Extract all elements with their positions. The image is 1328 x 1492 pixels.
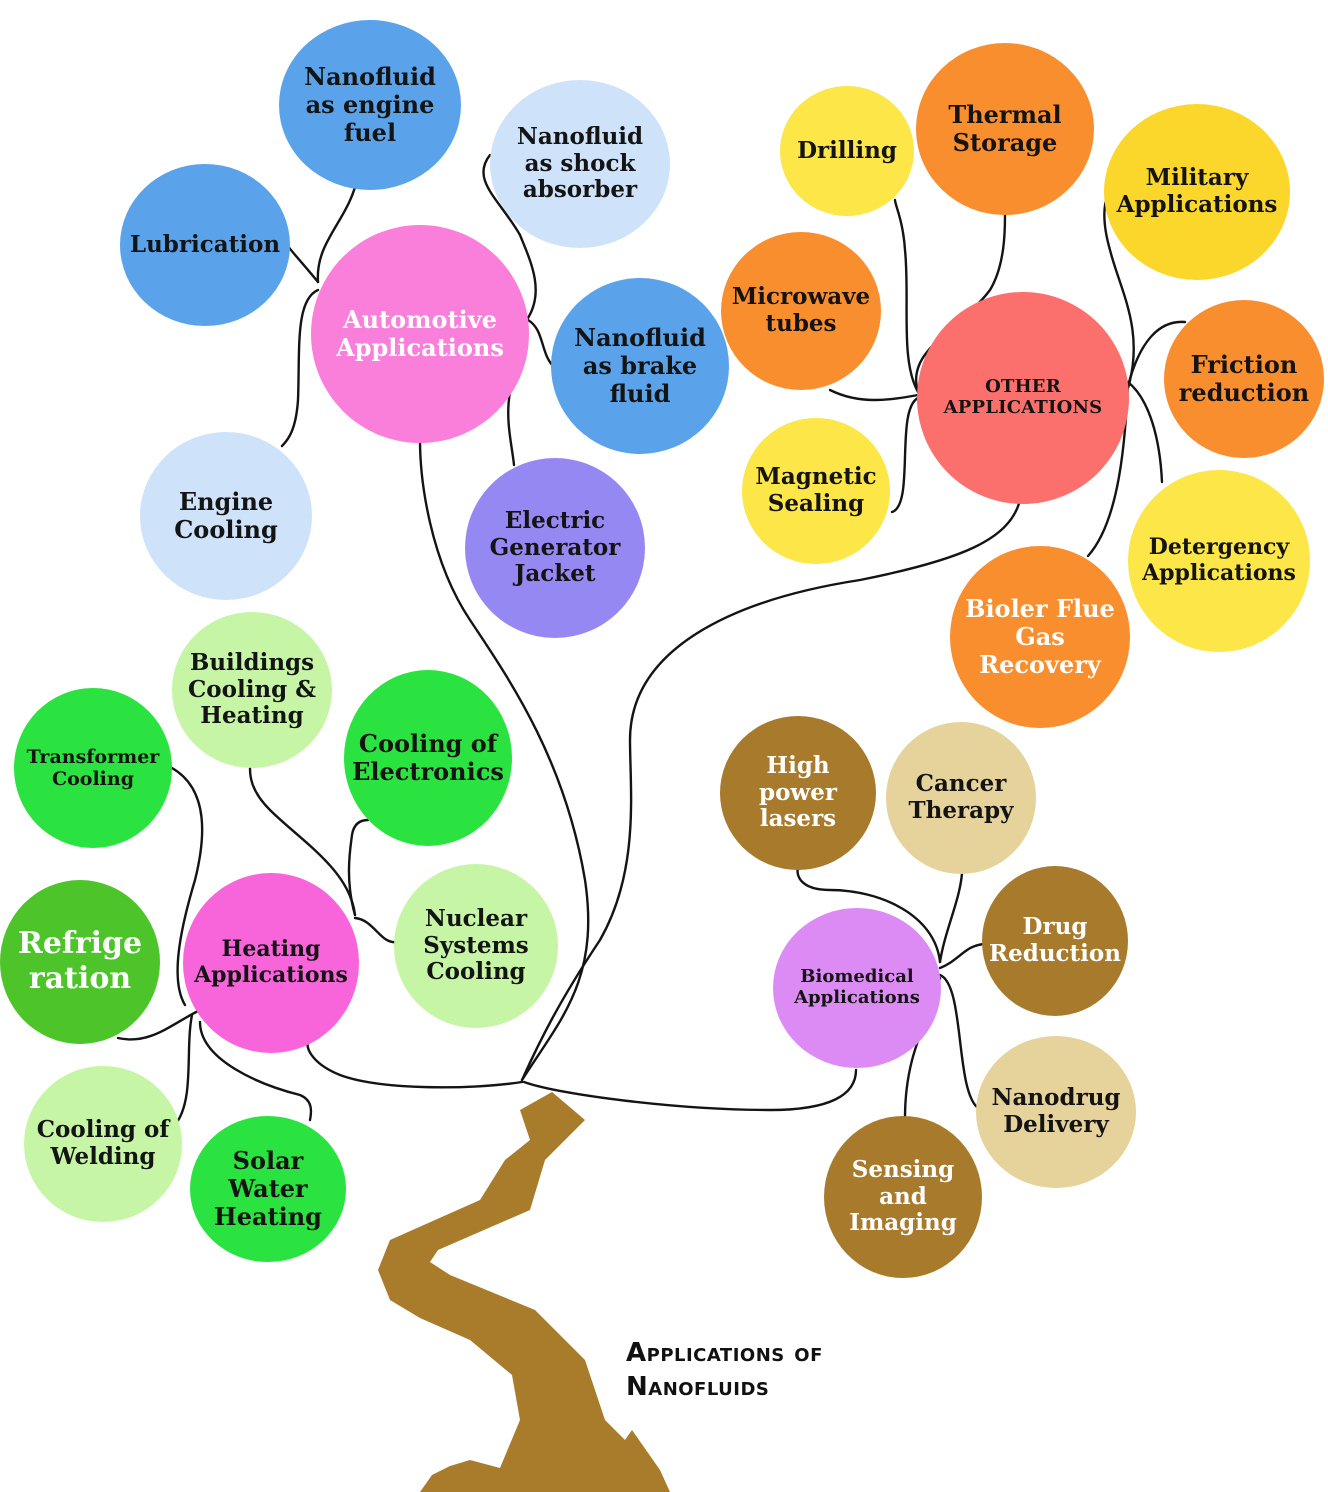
node-other-applications[interactable]: OTHER APPLICATIONS [917, 292, 1129, 504]
node-magnetic-sealing[interactable]: Magnetic Sealing [742, 418, 890, 564]
twig-friction [1126, 320, 1187, 388]
title-line-1: Applications of [626, 1338, 823, 1368]
node-cooling-of-welding[interactable]: Cooling of Welding [24, 1066, 182, 1222]
node-label: OTHER APPLICATIONS [943, 376, 1103, 418]
node-biomedical-applications[interactable]: Biomedical Applications [773, 908, 941, 1068]
node-cancer-therapy[interactable]: Cancer Therapy [886, 722, 1036, 874]
twig-generator [507, 390, 516, 467]
node-engine-cooling[interactable]: Engine Cooling [140, 432, 312, 600]
node-label: Nanofluid as brake fluid [574, 323, 706, 408]
node-shock-absorber[interactable]: Nanofluid as shock absorber [490, 80, 670, 248]
node-transformer-cooling[interactable]: Transformer Cooling [14, 688, 172, 848]
node-label: Nanodrug Delivery [991, 1084, 1121, 1138]
title-line-2: Nanofluids [626, 1372, 770, 1402]
twig-microwave [828, 388, 920, 402]
node-drug-reduction[interactable]: Drug Reduction [982, 866, 1128, 1016]
twig-drilling [893, 198, 920, 394]
node-label: Sensing and Imaging [849, 1155, 957, 1237]
branch-automotive [418, 438, 590, 1082]
twig-magnetic [890, 396, 920, 514]
node-label: Electric Generator Jacket [489, 506, 621, 588]
node-label: Transformer Cooling [26, 745, 160, 790]
node-label: Buildings Cooling & Heating [187, 648, 317, 730]
node-label: Military Applications [1116, 164, 1278, 218]
node-label: Detergency Applications [1142, 534, 1296, 586]
tree-trunk [378, 1092, 670, 1492]
node-nuclear-systems-cooling[interactable]: Nuclear Systems Cooling [394, 864, 558, 1028]
node-thermal-storage[interactable]: Thermal Storage [916, 43, 1094, 215]
twig-detergency [1126, 380, 1164, 484]
node-boiler-flue-gas-recovery[interactable]: Bioler Flue Gas Recovery [950, 546, 1130, 728]
node-label: Thermal Storage [948, 100, 1062, 157]
node-label: Drug Reduction [989, 913, 1121, 967]
node-label: Friction reduction [1178, 350, 1310, 407]
twig-shock-absorber [482, 153, 537, 320]
node-label: Engine Cooling [174, 487, 278, 544]
twig-buildings [248, 766, 357, 917]
node-label: Refrige ration [17, 926, 143, 996]
twig-lasers [796, 866, 942, 964]
twig-engine-cooling [280, 288, 320, 448]
node-nanodrug-delivery[interactable]: Nanodrug Delivery [976, 1036, 1136, 1188]
branch-biomedical [522, 1068, 858, 1112]
node-detergency-applications[interactable]: Detergency Applications [1128, 470, 1310, 652]
node-engine-fuel[interactable]: Nanofluid as engine fuel [279, 20, 461, 190]
node-label: Microwave tubes [731, 283, 871, 337]
node-sensing-and-imaging[interactable]: Sensing and Imaging [824, 1116, 982, 1278]
branch-heating [306, 1038, 524, 1089]
node-lubrication[interactable]: Lubrication [120, 164, 290, 326]
node-label: Lubrication [129, 230, 281, 258]
diagram-title: Applications of Nanofluids [626, 1336, 823, 1404]
node-label: Solar Water Heating [214, 1146, 322, 1231]
node-label: Magnetic Sealing [755, 463, 877, 517]
node-label: Automotive Applications [336, 305, 504, 362]
node-brake-fluid[interactable]: Nanofluid as brake fluid [551, 278, 729, 454]
node-label: Bioler Flue Gas Recovery [965, 594, 1115, 679]
node-solar-water-heating[interactable]: Solar Water Heating [190, 1116, 346, 1262]
node-label: Heating Applications [194, 936, 348, 988]
twig-solar [198, 1020, 313, 1122]
twig-electronics [347, 818, 370, 917]
node-electric-generator-jacket[interactable]: Electric Generator Jacket [465, 458, 645, 638]
node-drilling[interactable]: Drilling [780, 86, 914, 216]
twig-nanodrug [938, 973, 980, 1110]
twig-drug-reduction [938, 942, 987, 970]
twig-engine-fuel [316, 173, 360, 284]
twig-welding [173, 1013, 194, 1127]
node-buildings-cooling-heating[interactable]: Buildings Cooling & Heating [172, 612, 332, 768]
node-label: Cooling of Electronics [352, 729, 504, 786]
node-label: Drilling [797, 136, 897, 164]
node-heating-applications[interactable]: Heating Applications [183, 873, 359, 1053]
node-military-applications[interactable]: Military Applications [1104, 104, 1290, 280]
node-label: Nanofluid as engine fuel [304, 62, 436, 147]
branch-other [520, 498, 1022, 1082]
node-refrigeration[interactable]: Refrige ration [0, 880, 160, 1044]
twig-nuclear [353, 916, 400, 944]
node-high-power-lasers[interactable]: High power lasers [720, 716, 876, 870]
node-label: Nuclear Systems Cooling [423, 904, 529, 986]
node-label: Cancer Therapy [908, 770, 1014, 824]
node-label: Nanofluid as shock absorber [516, 122, 644, 204]
twig-transformer [170, 766, 204, 1007]
node-microwave-tubes[interactable]: Microwave tubes [721, 232, 881, 390]
node-label: High power lasers [759, 751, 837, 833]
twig-cancer [938, 871, 964, 964]
node-cooling-of-electronics[interactable]: Cooling of Electronics [344, 670, 512, 846]
node-friction-reduction[interactable]: Friction reduction [1164, 300, 1324, 458]
node-label: Cooling of Welding [36, 1116, 170, 1170]
node-label: Biomedical Applications [794, 966, 920, 1008]
node-automotive-applications[interactable]: Automotive Applications [311, 225, 529, 443]
